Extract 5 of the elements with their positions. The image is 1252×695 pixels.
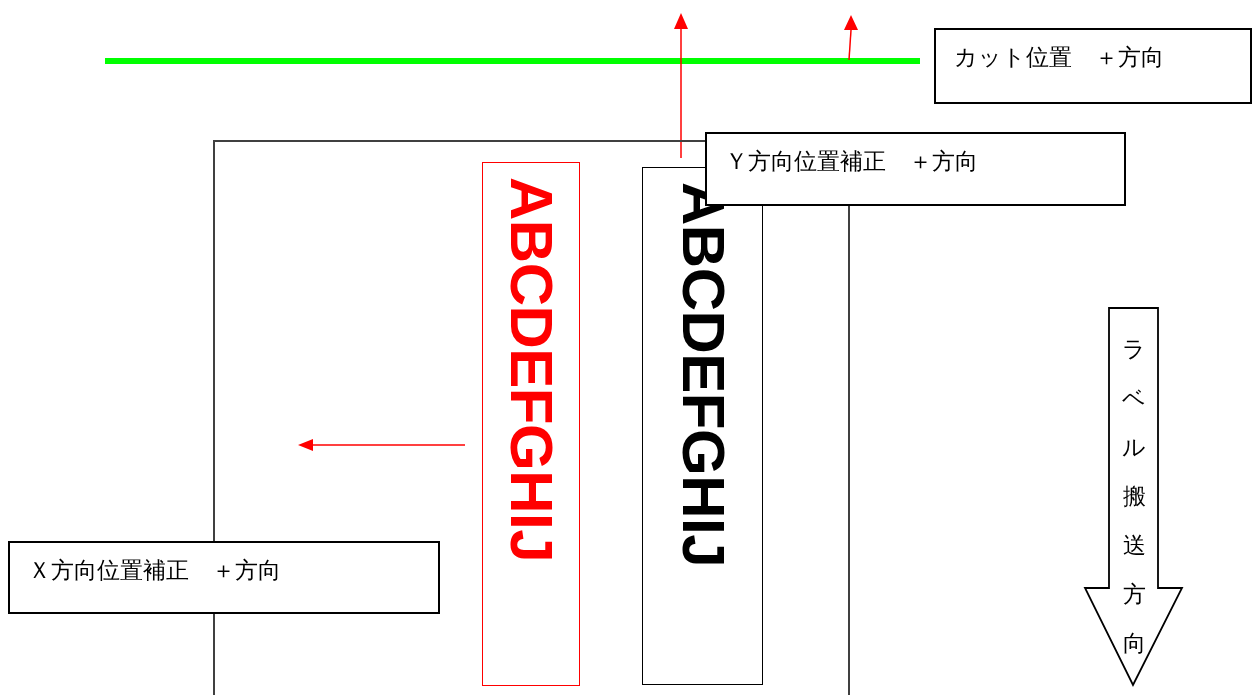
arrow-text: ラベル搬送方向 bbox=[1121, 335, 1147, 658]
callout-box: Ｙ方向位置補正 ＋方向 bbox=[705, 132, 1126, 206]
callout-box: Ｘ方向位置補正 ＋方向 bbox=[8, 541, 440, 614]
print-sample-box: ABCDEFGHIJ bbox=[482, 162, 580, 686]
callout-box: カット位置 ＋方向 bbox=[934, 28, 1252, 104]
